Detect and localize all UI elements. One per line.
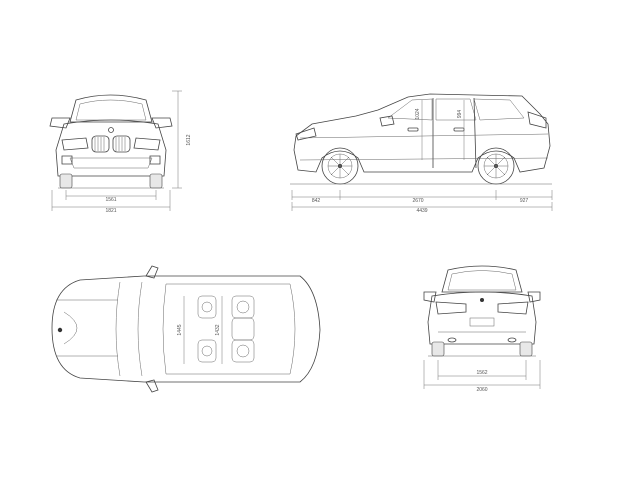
front-track-label: 1561 (105, 197, 116, 203)
side-dimension-lines (291, 190, 553, 211)
top-a-label: 1445 (177, 324, 183, 335)
side-view (290, 93, 552, 185)
rear-dimension-lines (423, 360, 541, 389)
front-height-label: 1612 (186, 134, 192, 145)
front-overhang-label: 842 (312, 198, 321, 204)
rear-view (423, 265, 541, 357)
rear-width-label: 2060 (476, 387, 487, 393)
front-dimension-lines (51, 90, 182, 211)
top-b-label: 1432 (215, 324, 221, 335)
overall-length-label: 4439 (416, 208, 427, 214)
side-door-b-label: 994 (457, 110, 463, 119)
side-door-a-label: 1024 (415, 108, 421, 119)
top-view (51, 265, 321, 393)
rear-overhang-label: 927 (520, 198, 529, 204)
front-view (49, 94, 173, 189)
wheelbase-label: 2670 (412, 198, 423, 204)
front-width-label: 1821 (105, 208, 116, 214)
rear-track-label: 1562 (476, 370, 487, 376)
